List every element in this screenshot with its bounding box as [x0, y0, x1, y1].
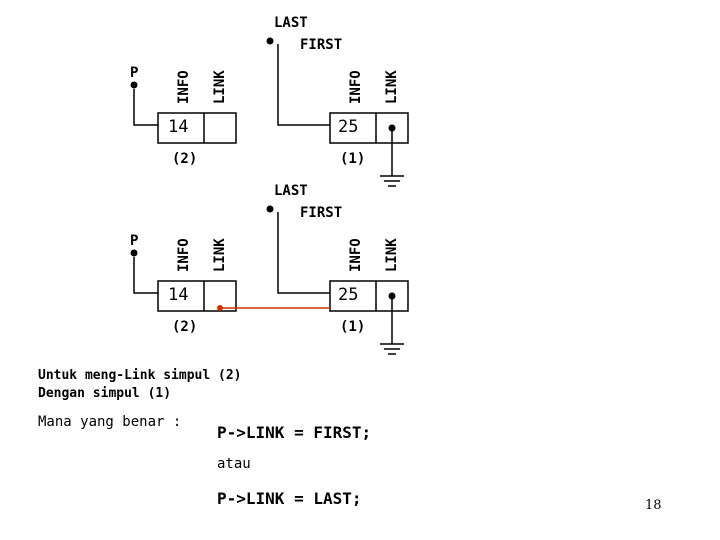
p-pointer-line	[133, 89, 158, 126]
p-pointer-dot	[130, 249, 138, 257]
bottom-diagram-graphics	[130, 205, 409, 355]
p-label: P	[130, 233, 139, 249]
task-line-1: Untuk meng-Link simpul (2)	[38, 368, 242, 383]
p-pointer-line	[133, 257, 158, 294]
node2-link-header: LINK	[212, 70, 228, 104]
null-ground-icon	[380, 131, 404, 187]
page-number: 18	[645, 498, 662, 513]
last-first-pointer-dot	[266, 205, 274, 213]
node2-value: 14	[168, 285, 189, 305]
node2-value: 14	[168, 117, 189, 137]
or-text: atau	[217, 456, 251, 472]
question-text: Mana yang benar :	[38, 414, 182, 430]
node1-id-label: (1)	[340, 319, 366, 335]
first-pointer-line	[277, 212, 330, 294]
option-2-code: P->LINK = LAST;	[217, 489, 362, 508]
node2-id-label: (2)	[172, 151, 198, 167]
node1-link-dot	[388, 124, 396, 132]
node2-box	[157, 280, 237, 312]
last-label: LAST	[274, 15, 308, 31]
node1-value: 25	[338, 117, 359, 137]
node2-link-header: LINK	[212, 238, 228, 272]
null-ground-icon	[380, 299, 404, 355]
node1-value: 25	[338, 285, 359, 305]
node1-info-header: INFO	[348, 238, 364, 272]
node2-info-header: INFO	[176, 70, 192, 104]
node2-info-header: INFO	[176, 238, 192, 272]
top-diagram-graphics	[130, 37, 409, 187]
first-label: FIRST	[300, 37, 343, 53]
option-1-code: P->LINK = FIRST;	[217, 423, 372, 442]
node1-link-header: LINK	[384, 70, 400, 104]
p-pointer-dot	[130, 81, 138, 89]
node1-link-dot	[388, 292, 396, 300]
node1-info-header: INFO	[348, 70, 364, 104]
first-pointer-line	[277, 44, 330, 126]
node1-box	[329, 112, 409, 144]
node2-box	[157, 112, 237, 144]
p-label: P	[130, 65, 139, 81]
first-label: FIRST	[300, 205, 343, 221]
last-label: LAST	[274, 183, 308, 199]
node2-id-label: (2)	[172, 319, 198, 335]
task-line-2: Dengan simpul (1)	[38, 386, 172, 401]
node1-id-label: (1)	[340, 151, 366, 167]
last-first-pointer-dot	[266, 37, 274, 45]
node1-box	[329, 280, 409, 312]
node1-link-header: LINK	[384, 238, 400, 272]
